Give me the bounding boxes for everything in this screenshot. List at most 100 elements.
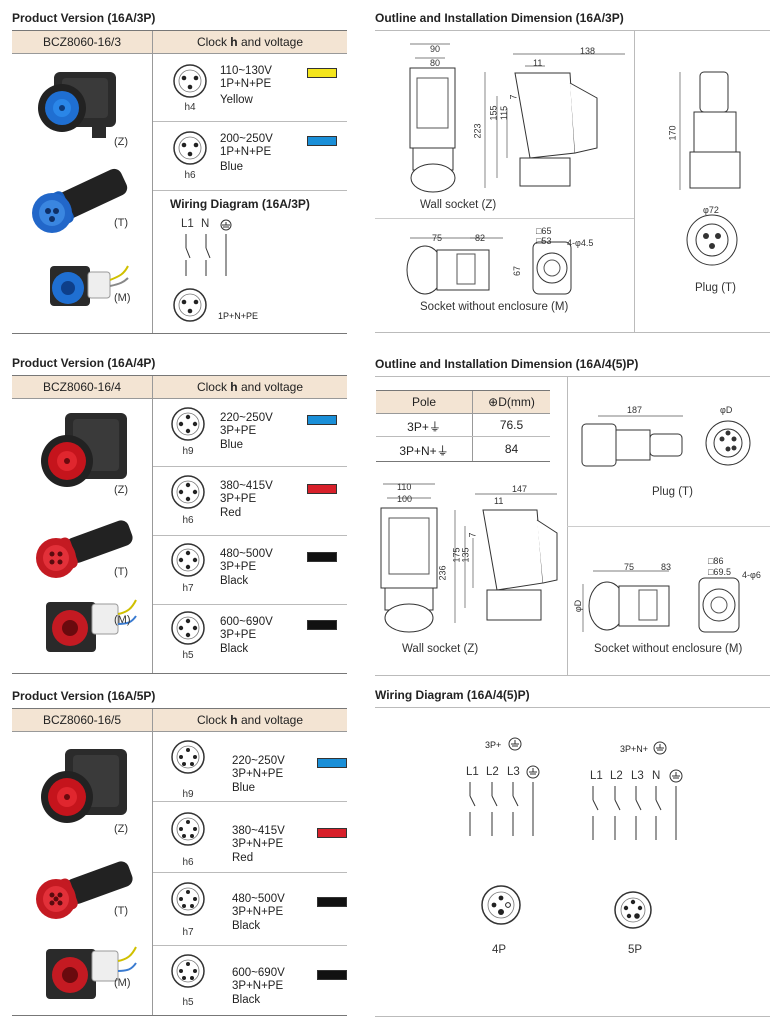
dim-label: 82 <box>475 233 486 243</box>
row-config: 3P+N+PE <box>232 768 284 780</box>
outline1-wall-socket-drawing <box>409 43 625 193</box>
section1-table: BCZ8060-16/3 Clock h and voltage (Z) (T)… <box>12 30 347 334</box>
wall-socket-image <box>38 72 116 138</box>
wiring-4p-diagram <box>469 765 540 836</box>
pin-4p-icon <box>481 885 521 925</box>
dim-label: 67 <box>512 265 523 277</box>
row-code: h4 <box>184 102 196 113</box>
pin-h6-icon <box>171 812 205 846</box>
pin-h9-icon <box>171 407 205 441</box>
pin-wiring-icon <box>173 288 207 322</box>
row-voltage: 200~250V <box>220 133 273 145</box>
outline2-wall-socket-label: Wall socket (Z) <box>402 643 479 655</box>
panel-socket-image <box>46 946 137 999</box>
row-config: 3P+N+PE <box>232 906 284 918</box>
pin-h7-icon <box>171 543 205 577</box>
pin-h4-icon <box>173 64 207 98</box>
outline2-plug-drawing <box>581 415 683 467</box>
row-config: 3P+PE <box>220 629 257 641</box>
outline1-wall-socket-label: Wall socket (Z) <box>420 199 497 211</box>
color-swatch <box>307 484 337 494</box>
dim-label: 115 <box>499 105 510 121</box>
color-swatch <box>307 620 337 630</box>
plug-image <box>36 520 133 578</box>
row-voltage: 380~415V <box>232 825 285 837</box>
model-header: BCZ8060-16/3 <box>42 35 122 49</box>
section2-table: BCZ8060-16/4 Clock h and voltage (Z) (T)… <box>12 375 347 674</box>
plug-image <box>36 861 133 919</box>
outline1-socket-wo-drawing <box>406 237 572 295</box>
row-color-name: Blue <box>232 782 256 794</box>
row-code: h9 <box>182 789 194 800</box>
view-t: (T) <box>114 217 129 229</box>
color-swatch <box>307 415 337 425</box>
ground-icon <box>653 741 667 755</box>
wiring-left-label: 3P+ <box>485 740 502 750</box>
row-color-name: Black <box>232 994 261 1006</box>
row-config: 1P+N+PE <box>220 146 272 158</box>
section3-table: BCZ8060-16/5 Clock h and voltage (Z) (T)… <box>12 708 347 1016</box>
color-swatch <box>317 897 347 907</box>
outline2-socket-wo-label: Socket without enclosure (M) <box>594 643 743 655</box>
d-cell: 76.5 <box>499 418 524 432</box>
row-code: h5 <box>182 650 194 661</box>
view-z: (Z) <box>114 484 129 496</box>
dim-label: 4-φ4.5 <box>567 238 594 248</box>
color-swatch <box>317 828 347 838</box>
color-swatch <box>317 758 347 768</box>
row-color-name: Blue <box>220 161 244 173</box>
dim-label: □86 <box>708 556 724 566</box>
row-config: 3P+N+PE <box>232 980 284 992</box>
model-header: BCZ8060-16/4 <box>42 380 122 394</box>
dim-label: 75 <box>432 233 443 243</box>
dim-label: 83 <box>661 562 672 572</box>
wiring-line-label: L2 <box>486 766 499 778</box>
dim-label: □69.5 <box>708 567 731 577</box>
dim-label: 75 <box>624 562 635 572</box>
view-t: (T) <box>114 905 129 917</box>
wall-socket-image <box>41 749 127 823</box>
dim-label: 4-φ6 <box>742 570 761 580</box>
plug-image <box>32 168 128 233</box>
row-voltage: 110~130V <box>220 65 272 77</box>
view-t: (T) <box>114 566 129 578</box>
wiring-5p-diagram <box>592 769 683 840</box>
outline1-plug-drawing <box>679 71 741 190</box>
panel-socket-image <box>46 599 137 652</box>
dim-label: 170 <box>667 125 678 141</box>
section1-title: Product Version (16A/3P) <box>12 11 156 25</box>
row-code: h7 <box>182 583 194 594</box>
pin-h9-icon <box>171 740 205 774</box>
wall-socket-image <box>41 413 127 487</box>
dim-label: 187 <box>627 405 643 415</box>
wiring2-title: Wiring Diagram (16A/4(5)P) <box>375 688 530 702</box>
view-z: (Z) <box>114 136 129 148</box>
model-header: BCZ8060-16/5 <box>42 713 122 727</box>
dim-label: □65 <box>536 226 552 236</box>
clock-header: Clock h and voltage <box>196 380 304 394</box>
pole-header: Pole <box>411 395 437 409</box>
dim-label: 7 <box>508 94 519 100</box>
dim-label: φD <box>573 599 584 613</box>
row-code: h5 <box>182 997 194 1008</box>
row-voltage: 480~500V <box>220 548 273 560</box>
pin-h6-icon <box>171 475 205 509</box>
wiring-line-label: L2 <box>610 770 623 782</box>
outline2-plug-label: Plug (T) <box>652 486 693 498</box>
view-z: (Z) <box>114 823 129 835</box>
row-voltage: 380~415V <box>220 480 273 492</box>
dim-label: □53 <box>536 236 552 246</box>
dim-label: 80 <box>430 58 441 68</box>
dim-label: 135 <box>460 547 471 563</box>
row-color-name: Blue <box>220 439 244 451</box>
row-color-name: Red <box>232 852 254 864</box>
color-swatch <box>317 970 347 980</box>
row-color-name: Red <box>220 507 242 519</box>
outline1-title: Outline and Installation Dimension (16A/… <box>375 11 624 25</box>
row-voltage: 220~250V <box>232 755 285 767</box>
outline1-plug-label: Plug (T) <box>695 282 736 294</box>
color-swatch <box>307 68 337 78</box>
row-config: 3P+PE <box>220 425 257 437</box>
section2-table-header: BCZ8060-16/4 Clock h and voltage <box>12 376 347 399</box>
outline2-title: Outline and Installation Dimension (16A/… <box>375 357 639 371</box>
